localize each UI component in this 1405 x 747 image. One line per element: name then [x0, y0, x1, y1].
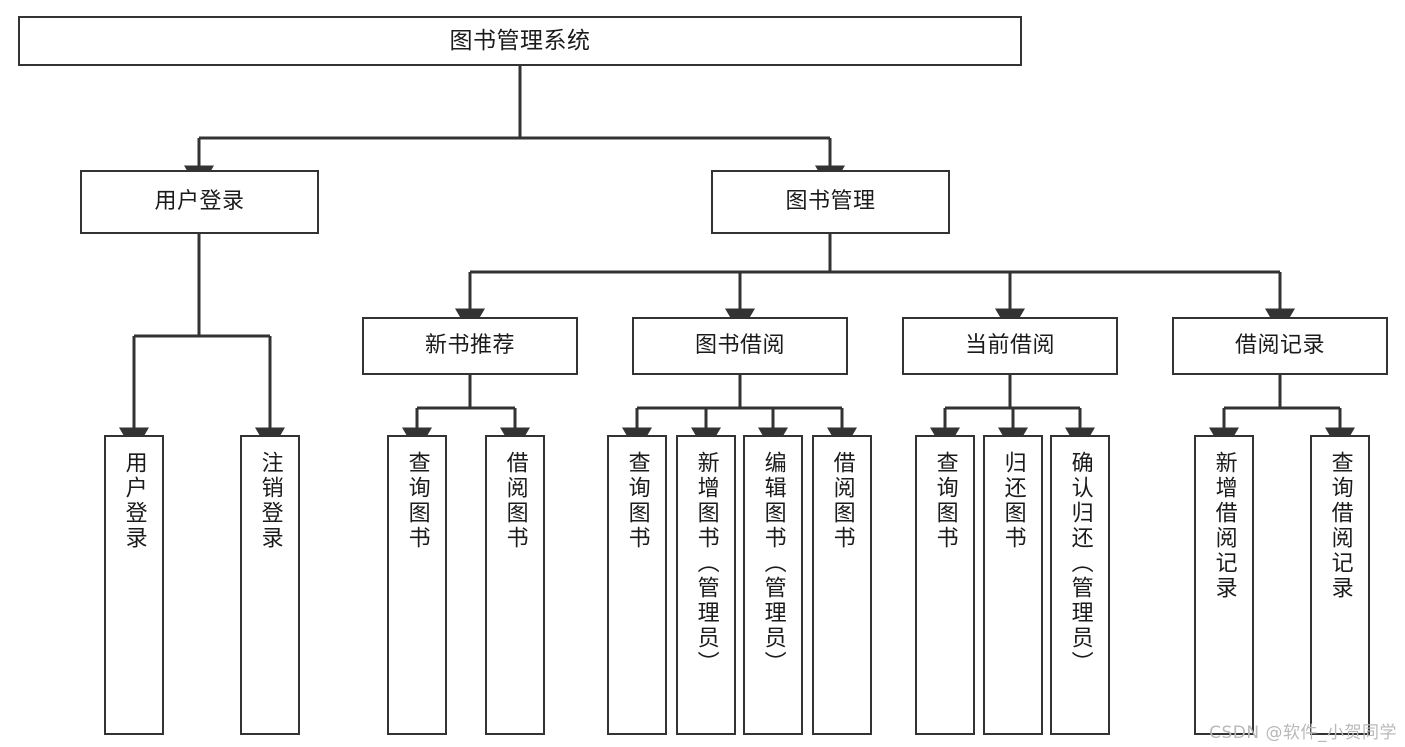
- node-leaf-borrow-book[interactable]: 借阅图书: [812, 435, 872, 735]
- node-label: 借阅图书: [502, 451, 528, 551]
- node-leaf-user-login[interactable]: 用户登录: [104, 435, 164, 735]
- node-label: 用户登录: [121, 451, 147, 551]
- node-label: 新增图书（管理员）: [693, 451, 719, 676]
- node-label: 当前借阅: [964, 333, 1055, 359]
- node-leaf-query-borrow-record[interactable]: 查询借阅记录: [1310, 435, 1370, 735]
- node-label: 新书推荐: [424, 333, 515, 359]
- node-label: 查询图书: [404, 451, 430, 551]
- node-label: 归还图书: [1000, 451, 1026, 551]
- node-label: 查询图书: [624, 451, 650, 551]
- node-leaf-query-book-borrow[interactable]: 查询图书: [607, 435, 667, 735]
- node-label: 新增借阅记录: [1211, 451, 1237, 601]
- node-label: 查询借阅记录: [1327, 451, 1353, 601]
- node-leaf-logout-login[interactable]: 注销登录: [240, 435, 300, 735]
- csdn-watermark: CSDN @软件_小贺同学: [1209, 723, 1397, 743]
- node-current-borrow[interactable]: 当前借阅: [902, 317, 1118, 375]
- node-leaf-confirm-return[interactable]: 确认归还（管理员）: [1050, 435, 1110, 735]
- node-leaf-return-book[interactable]: 归还图书: [983, 435, 1043, 735]
- node-label: 借阅记录: [1234, 333, 1325, 359]
- node-leaf-query-book-recommend[interactable]: 查询图书: [387, 435, 447, 735]
- node-label: 注销登录: [257, 451, 283, 551]
- node-new-book-recommend[interactable]: 新书推荐: [362, 317, 578, 375]
- node-label: 图书借阅: [694, 333, 785, 359]
- node-user-login[interactable]: 用户登录: [80, 170, 319, 234]
- node-leaf-add-book[interactable]: 新增图书（管理员）: [676, 435, 736, 735]
- node-leaf-borrow-book-recommend[interactable]: 借阅图书: [485, 435, 545, 735]
- node-borrow-record[interactable]: 借阅记录: [1172, 317, 1388, 375]
- node-label: 确认归还（管理员）: [1067, 451, 1093, 676]
- node-book-borrow[interactable]: 图书借阅: [632, 317, 848, 375]
- node-root-system[interactable]: 图书管理系统: [18, 16, 1022, 66]
- node-label: 图书管理系统: [449, 27, 591, 54]
- node-leaf-add-borrow-record[interactable]: 新增借阅记录: [1194, 435, 1254, 735]
- node-label: 图书管理: [785, 189, 876, 215]
- node-leaf-edit-book[interactable]: 编辑图书（管理员）: [743, 435, 803, 735]
- node-label: 编辑图书（管理员）: [760, 451, 786, 676]
- node-book-management[interactable]: 图书管理: [711, 170, 950, 234]
- node-label: 用户登录: [154, 189, 245, 215]
- node-leaf-query-book-current[interactable]: 查询图书: [915, 435, 975, 735]
- node-label: 查询图书: [932, 451, 958, 551]
- node-label: 借阅图书: [829, 451, 855, 551]
